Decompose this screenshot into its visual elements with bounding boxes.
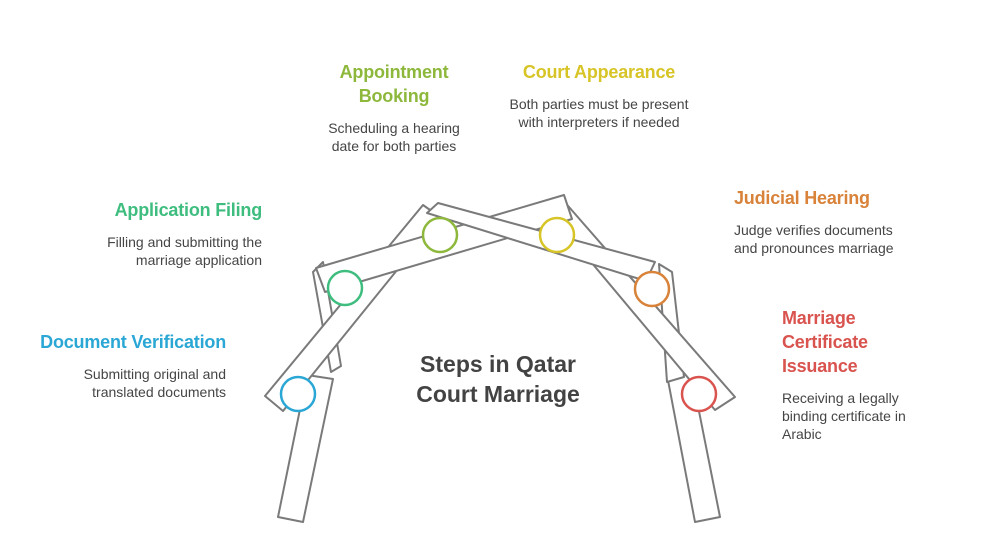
arch-beam (277, 374, 334, 523)
step-judicial-hearing: Judicial Hearing Judge verifies document… (734, 186, 904, 257)
step-marriage-certificate-issuance: Marriage Certificate Issuance Receiving … (782, 306, 932, 443)
step-description: Judge verifies documents and pronounces … (734, 222, 894, 256)
step-title: Judicial Hearing (734, 188, 870, 208)
step-marker (326, 269, 364, 307)
step-description: Filling and submitting the marriage appl… (107, 234, 262, 268)
step-document-verification: Document Verification Submitting origina… (40, 330, 226, 401)
step-application-filing: Application Filing Filling and submittin… (72, 198, 262, 269)
step-title: Court Appearance (522, 62, 676, 82)
step-marker (633, 270, 671, 308)
step-title: Application Filing (114, 200, 263, 220)
step-court-appearance: Court Appearance Both parties must be pr… (508, 60, 690, 131)
step-title: Document Verification (40, 332, 226, 352)
step-description: Scheduling a hearing date for both parti… (328, 120, 460, 154)
step-description: Both parties must be present with interp… (509, 96, 689, 130)
step-appointment-booking: Appointment Booking Scheduling a hearing… (318, 60, 470, 155)
step-marker (680, 375, 718, 413)
step-marker (421, 216, 459, 254)
step-title: Appointment Booking (339, 62, 449, 106)
step-markers (279, 216, 718, 413)
step-description: Receiving a legally binding certificate … (782, 390, 906, 442)
diagram-title: Steps in Qatar Court Marriage (416, 351, 580, 407)
step-title: Marriage Certificate Issuance (782, 308, 868, 376)
step-description: Submitting original and translated docum… (83, 366, 226, 400)
step-marker (279, 375, 317, 413)
step-marker (538, 216, 576, 254)
